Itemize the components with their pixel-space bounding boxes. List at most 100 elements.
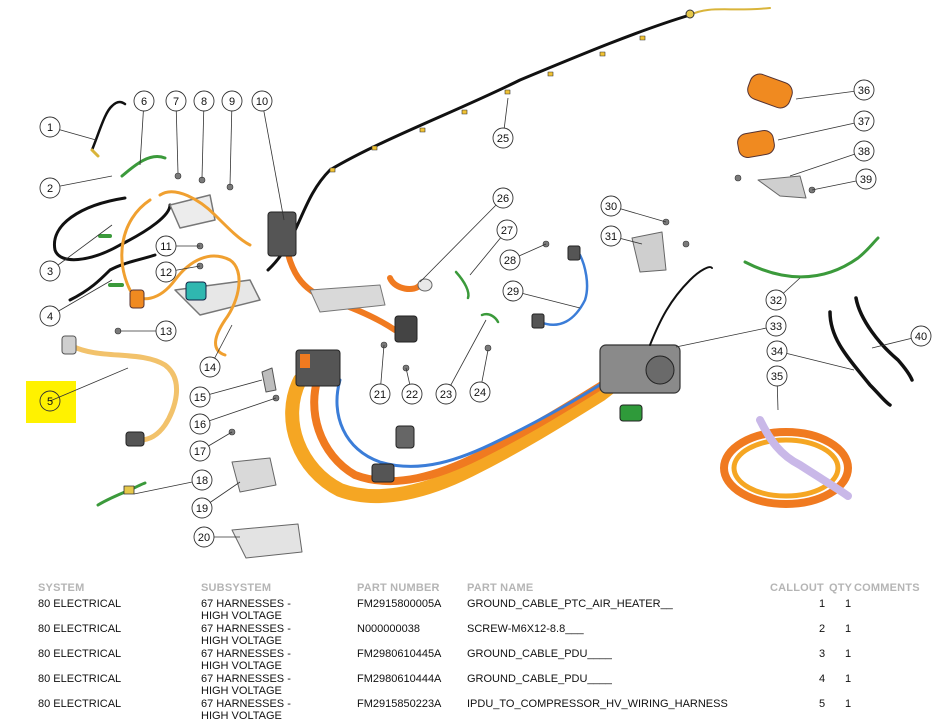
cell-qty: 1 [845,623,852,635]
callout-circle [853,140,875,162]
callout-bubble-4[interactable]: 4 [39,305,61,327]
callout-bubble-29[interactable]: 29 [502,280,524,302]
callout-bubble-11[interactable]: 11 [155,235,177,257]
callout-bubble-31[interactable]: 31 [600,225,622,247]
callout-bubble-19[interactable]: 19 [191,497,213,519]
callout-leader-37 [777,120,865,141]
callout-bubble-27[interactable]: 27 [496,219,518,241]
callout-leader-36 [795,89,865,100]
callout-bubble-15[interactable]: 15 [189,386,211,408]
callout-bubble-1[interactable]: 1 [39,116,61,138]
callout-bubble-33[interactable]: 33 [765,315,787,337]
callout-circle [189,440,211,462]
callout-circle [251,90,273,112]
callout-number: 26 [497,193,509,205]
callout-number: 14 [204,362,216,374]
cell-system: 80 ELECTRICAL [38,698,122,710]
callout-bubble-35[interactable]: 35 [766,365,788,387]
parts-artwork [52,7,914,559]
callout-number: 33 [770,321,782,333]
callout-bubble-20[interactable]: 20 [193,526,215,548]
cell-system: 80 ELECTRICAL [38,623,122,635]
callout-number: 2 [47,183,53,195]
callout-bubble-30[interactable]: 30 [600,195,622,217]
callout-bubble-22[interactable]: 22 [401,383,423,405]
cell-part-number: FM2980610445A [357,648,442,660]
callout-bubble-10[interactable]: 10 [251,90,273,112]
callout-circle [39,260,61,282]
callout-bubble-7[interactable]: 7 [165,90,187,112]
cell-subsystem: 67 HARNESSES - HIGH VOLTAGE [201,698,291,722]
header-comments: COMMENTS [854,582,920,594]
callout-circle [199,356,221,378]
header-part-number: PART NUMBER [357,582,440,594]
callout-number: 19 [196,503,208,515]
callout-bubble-38[interactable]: 38 [853,140,875,162]
cell-part-name: SCREW-M6X12-8.8___ [467,623,584,635]
callout-bubble-28[interactable]: 28 [499,249,521,271]
callout-bubble-13[interactable]: 13 [155,320,177,342]
callout-bubble-17[interactable]: 17 [189,440,211,462]
cell-system: 80 ELECTRICAL [38,648,122,660]
callout-bubble-36[interactable]: 36 [853,79,875,101]
callout-circle [765,289,787,311]
callout-bubble-24[interactable]: 24 [469,381,491,403]
callout-bubble-25[interactable]: 25 [492,127,514,149]
callout-leader-33 [675,325,777,348]
callout-leader-6 [139,100,145,166]
callout-5-highlight [26,381,76,423]
callout-bubble-37[interactable]: 37 [853,110,875,132]
callout-bubble-18[interactable]: 18 [191,469,213,491]
callout-circle [221,90,243,112]
callout-number: 40 [915,331,927,343]
callout-bubble-6[interactable]: 6 [133,90,155,112]
callout-bubble-3[interactable]: 3 [39,260,61,282]
callout-circle [189,413,211,435]
callout-circle [855,168,877,190]
callout-number: 12 [160,267,172,279]
callout-number: 4 [47,311,53,323]
callout-bubble-26[interactable]: 26 [492,187,514,209]
ipdu-to-compressor-harness-5 [69,343,180,443]
callout-bubble-21[interactable]: 21 [369,383,391,405]
callout-number: 16 [194,419,206,431]
callout-leader-34 [776,350,855,371]
callout-bubble-34[interactable]: 34 [766,340,788,362]
callout-circle [401,383,423,405]
callout-bubble-14[interactable]: 14 [199,356,221,378]
callout-bubble-23[interactable]: 23 [435,383,457,405]
callout-circle [492,127,514,149]
callout-bubble-12[interactable]: 12 [155,261,177,283]
callout-number: 36 [858,85,870,97]
cell-callout: 5 [819,698,826,710]
callout-number: 11 [160,241,171,253]
callout-number: 35 [771,371,783,383]
callout-bubble-8[interactable]: 8 [193,90,215,112]
callout-circle [502,280,524,302]
callout-bubble-2[interactable]: 2 [39,177,61,199]
callout-bubble-16[interactable]: 16 [189,413,211,435]
cell-system: 80 ELECTRICAL [38,598,122,610]
cell-part-number: FM2915800005A [357,598,442,610]
cell-part-name: GROUND_CABLE_PDU____ [467,673,612,685]
callout-number: 8 [201,96,207,108]
cell-part-name: GROUND_CABLE_PTC_AIR_HEATER__ [467,598,673,610]
callout-bubble-39[interactable]: 39 [855,168,877,190]
cell-qty: 1 [845,698,852,710]
callout-number: 15 [194,392,206,404]
callout-number: 29 [507,286,519,298]
callout-bubble-5[interactable]: 5 [39,390,61,412]
callout-bubble-9[interactable]: 9 [221,90,243,112]
callout-bubble-32[interactable]: 32 [765,289,787,311]
callout-circle [155,320,177,342]
table-row[interactable]: 80 ELECTRICAL 67 HARNESSES - HIGH VOLTAGE… [0,698,939,723]
callout-number: 27 [501,225,513,237]
callout-leader-8 [201,100,205,179]
callout-bubble-40[interactable]: 40 [910,325,932,347]
callout-number: 34 [771,346,783,358]
